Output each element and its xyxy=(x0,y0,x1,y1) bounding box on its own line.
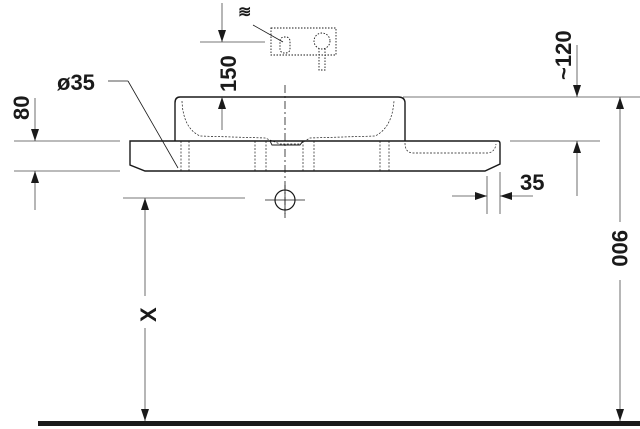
dim-900 xyxy=(616,97,624,421)
dim-80 xyxy=(14,98,120,210)
dim-80-label: 80 xyxy=(9,96,34,120)
dim-drain-diameter-label: ø35 xyxy=(57,70,95,95)
dim-35-label: 35 xyxy=(520,170,544,195)
dim-120-label: ~120 xyxy=(551,30,576,80)
countertop xyxy=(129,140,501,172)
wall-mixer-outline xyxy=(270,27,337,71)
dim-x-label: X xyxy=(136,307,161,322)
drain-outlet-symbol xyxy=(265,185,305,214)
dim-150 xyxy=(200,3,265,130)
floor-line xyxy=(38,421,640,426)
dim-drain-diameter xyxy=(108,80,179,169)
dim-120 xyxy=(403,45,640,98)
dim-x xyxy=(123,197,245,421)
dim-900-label: 900 xyxy=(607,230,632,267)
basin-bowl xyxy=(174,96,406,146)
mixer-leader-line xyxy=(252,24,284,43)
water-supply-icon: ≋ xyxy=(238,4,251,21)
dim-150-label: 150 xyxy=(216,55,241,92)
dim-35 xyxy=(452,140,600,214)
